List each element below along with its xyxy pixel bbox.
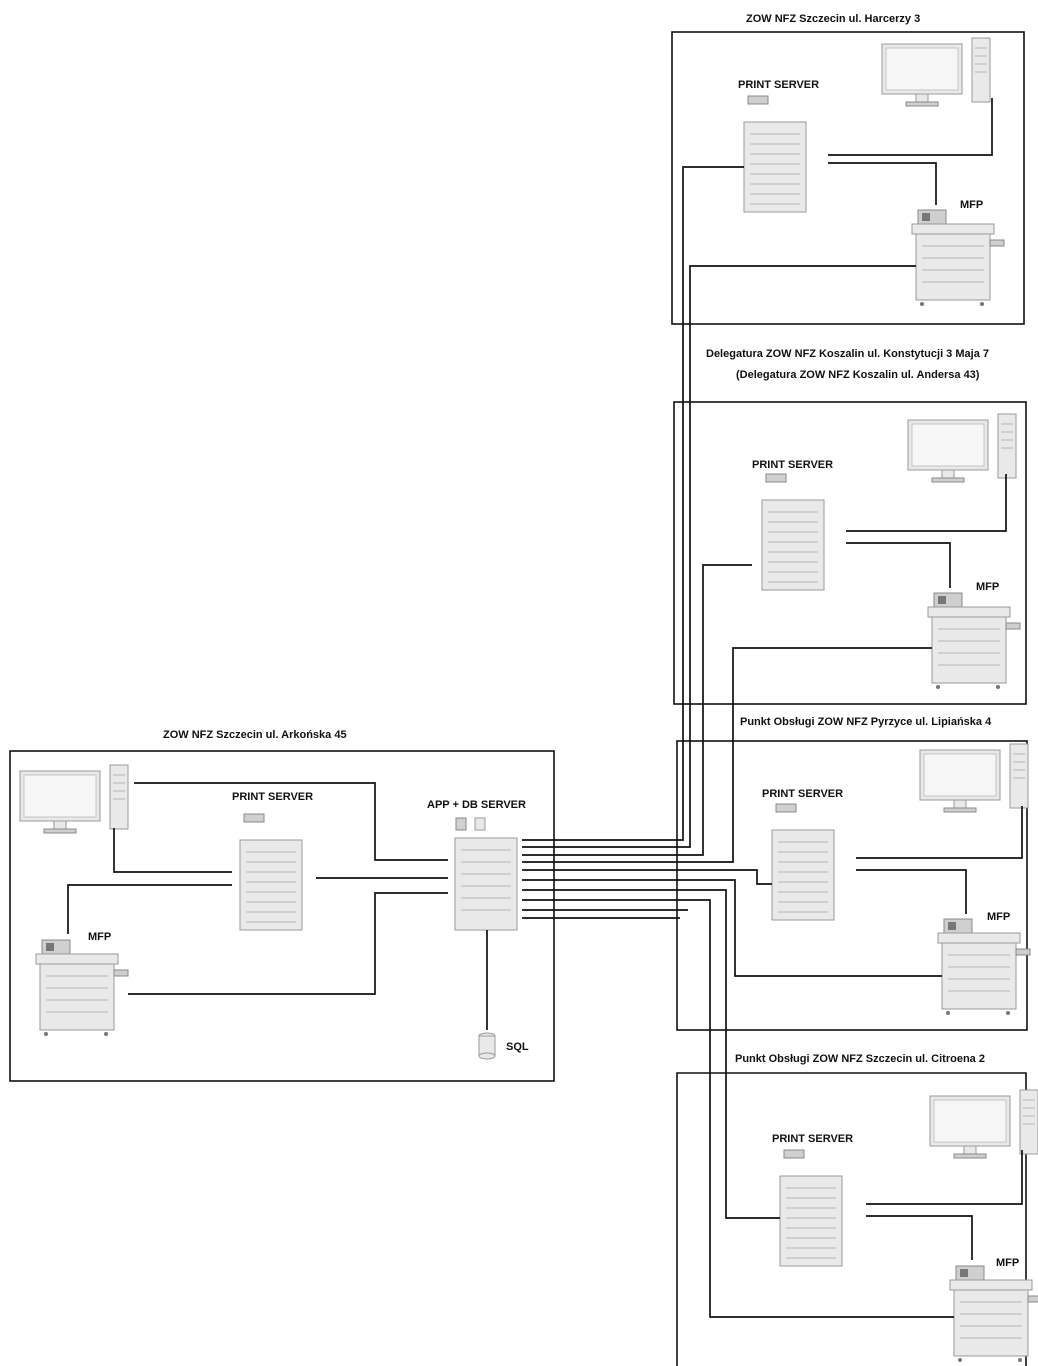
- internal-connections-pyrzyce: [856, 806, 1023, 914]
- print-server-label: PRINT SERVER: [738, 79, 819, 91]
- print-server-label: PRINT SERVER: [762, 788, 843, 800]
- sql-label: SQL: [506, 1041, 529, 1053]
- multifunction-printer-icon: [35, 939, 129, 1037]
- mfp-label: MFP: [960, 199, 983, 211]
- site-title-arkonska: ZOW NFZ Szczecin ul. Arkońska 45: [163, 729, 347, 741]
- internal-connections-arkonska: [67, 782, 488, 1030]
- site-box-arkonska: [9, 750, 555, 1082]
- multifunction-printer-icon: [937, 918, 1031, 1016]
- site-pyrzyce: Punkt Obsługi ZOW NFZ Pyrzyce ul. Lipiań…: [676, 716, 1031, 1031]
- site-title-harcerzy: ZOW NFZ Szczecin ul. Harcerzy 3: [746, 13, 920, 25]
- mfp-label: MFP: [976, 581, 999, 593]
- mfp-label: MFP: [987, 911, 1010, 923]
- print-server-label: PRINT SERVER: [772, 1133, 853, 1145]
- multifunction-printer-icon: [949, 1265, 1038, 1363]
- print-server-label: PRINT SERVER: [232, 791, 313, 803]
- mfp-label: MFP: [996, 1257, 1019, 1269]
- server-tower-icon: [743, 95, 807, 213]
- database-cylinder-icon: [478, 1032, 496, 1060]
- site-title-koszalin-line1: Delegatura ZOW NFZ Koszalin ul. Konstytu…: [706, 348, 989, 360]
- site-title-koszalin-line2: (Delegatura ZOW NFZ Koszalin ul. Andersa…: [736, 369, 980, 381]
- desktop-computer-icon: [19, 764, 129, 834]
- site-box-koszalin: [673, 401, 1027, 705]
- multifunction-printer-icon: [927, 592, 1021, 690]
- server-tower-icon: [761, 473, 825, 591]
- site-title-pyrzyce: Punkt Obsługi ZOW NFZ Pyrzyce ul. Lipiań…: [740, 716, 992, 728]
- app-db-server-label: APP + DB SERVER: [427, 799, 526, 811]
- server-tower-icon: [779, 1149, 843, 1267]
- site-title-citroena: Punkt Obsługi ZOW NFZ Szczecin ul. Citro…: [735, 1053, 985, 1065]
- mfp-label: MFP: [88, 931, 111, 943]
- site-box-harcerzy: [671, 31, 1025, 325]
- site-citroena: Punkt Obsługi ZOW NFZ Szczecin ul. Citro…: [676, 1053, 1038, 1366]
- wan-connections: [522, 166, 954, 1318]
- app-db-server-icon: [454, 817, 518, 931]
- desktop-computer-icon: [929, 1089, 1038, 1159]
- site-harcerzy: ZOW NFZ Szczecin ul. Harcerzy 3 PRINT SE…: [671, 13, 1025, 325]
- server-tower-icon: [239, 813, 303, 931]
- desktop-computer-icon: [907, 413, 1017, 483]
- site-arkonska: ZOW NFZ Szczecin ul. Arkońska 45 PRINT S…: [9, 729, 555, 1082]
- internal-connections-koszalin: [846, 474, 1007, 588]
- internal-connections-citroena: [866, 1150, 1023, 1260]
- multifunction-printer-icon: [911, 209, 1005, 307]
- internal-connections-harcerzy: [828, 98, 993, 205]
- server-tower-icon: [771, 803, 835, 921]
- site-box-citroena: [676, 1072, 1027, 1366]
- print-server-label: PRINT SERVER: [752, 459, 833, 471]
- site-koszalin: Delegatura ZOW NFZ Koszalin ul. Konstytu…: [673, 348, 1027, 705]
- desktop-computer-icon: [919, 743, 1029, 813]
- site-box-pyrzyce: [676, 740, 1028, 1031]
- desktop-computer-icon: [881, 37, 991, 107]
